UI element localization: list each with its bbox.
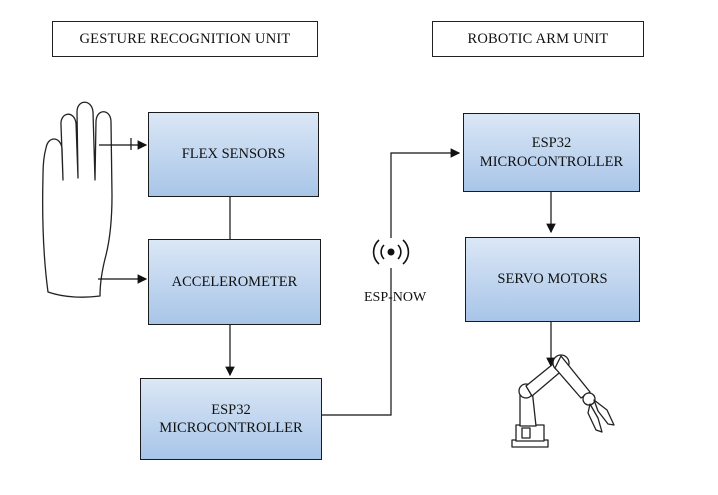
esp32-right-line2: MICROCONTROLLER: [479, 153, 624, 170]
flex-sensors-label: FLEX SENSORS: [181, 146, 286, 163]
esp32-left-line1: ESP32: [211, 401, 251, 418]
esp32-right-block: ESP32 MICROCONTROLLER: [463, 113, 640, 192]
servo-motors-block: SERVO MOTORS: [465, 237, 640, 322]
robotic-arm-icon: [511, 354, 615, 448]
robotic-unit-title-text: ROBOTIC ARM UNIT: [467, 30, 609, 47]
gesture-unit-title-text: GESTURE RECOGNITION UNIT: [79, 30, 291, 47]
esp-now-link-arrow: [322, 148, 461, 416]
wireless-signal-icon: [372, 238, 410, 268]
flex-sensors-block: FLEX SENSORS: [148, 112, 319, 197]
esp32-left-block: ESP32 MICROCONTROLLER: [140, 378, 322, 460]
gesture-unit-title: GESTURE RECOGNITION UNIT: [52, 21, 318, 57]
esp-now-label: ESP-NOW: [364, 290, 427, 305]
servo-motors-label: SERVO MOTORS: [497, 271, 608, 288]
esp32-left-line2: MICROCONTROLLER: [159, 420, 303, 436]
hand-icon: [42, 101, 113, 298]
esp32-right-line1: ESP32: [531, 135, 572, 152]
robotic-unit-title: ROBOTIC ARM UNIT: [432, 21, 644, 57]
accelerometer-block: ACCELEROMETER: [148, 239, 321, 325]
accelerometer-label: ACCELEROMETER: [171, 273, 298, 290]
